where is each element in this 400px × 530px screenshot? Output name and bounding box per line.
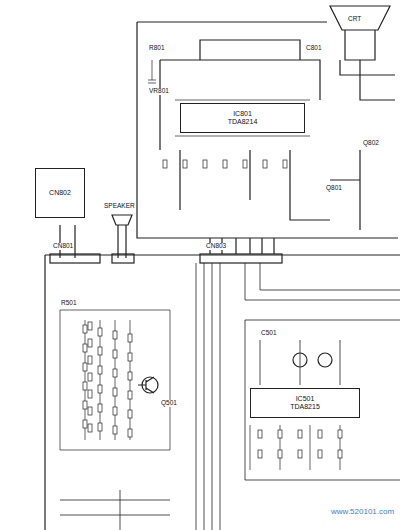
resistor-symbol bbox=[318, 430, 322, 438]
resistor-symbol bbox=[98, 328, 102, 336]
part-label: SPEAKER bbox=[103, 203, 136, 210]
resistor-symbol bbox=[113, 350, 117, 358]
part-label: TDA8214 bbox=[228, 118, 258, 126]
resistor-symbol bbox=[88, 322, 92, 330]
part-label: R801 bbox=[148, 45, 166, 52]
component-marks bbox=[83, 60, 342, 458]
resistor-symbol bbox=[278, 430, 282, 438]
resistor-symbol bbox=[88, 356, 92, 364]
resistor-symbol bbox=[83, 382, 87, 390]
resistor-symbol bbox=[263, 160, 267, 168]
resistor-symbol bbox=[98, 404, 102, 412]
capacitor-symbol bbox=[148, 60, 156, 83]
resistor-symbol bbox=[98, 423, 102, 431]
part-label: IC801 bbox=[233, 110, 252, 118]
part-label: Q802 bbox=[362, 140, 380, 147]
part-label: Q801 bbox=[325, 185, 343, 192]
resistor-symbol bbox=[258, 450, 262, 458]
resistor-symbol bbox=[88, 424, 92, 432]
part-label: VR801 bbox=[148, 88, 170, 95]
ic-chip: IC501TDA8215 bbox=[250, 388, 360, 418]
resistor-symbol bbox=[98, 347, 102, 355]
resistor-symbol bbox=[243, 160, 247, 168]
resistor-symbol bbox=[128, 391, 132, 399]
resistor-symbol bbox=[128, 334, 132, 342]
resistor-symbol bbox=[163, 160, 167, 168]
resistor-symbol bbox=[98, 385, 102, 393]
connector-box: CN802 bbox=[35, 168, 85, 218]
resistor-symbol bbox=[88, 339, 92, 347]
resistor-symbol bbox=[338, 430, 342, 438]
part-label: C801 bbox=[305, 45, 323, 52]
resistor-symbol bbox=[278, 450, 282, 458]
resistor-symbol bbox=[128, 372, 132, 380]
resistor-symbol bbox=[88, 373, 92, 381]
resistor-symbol bbox=[113, 407, 117, 415]
resistor-symbol bbox=[88, 390, 92, 398]
resistor-symbol bbox=[83, 401, 87, 409]
resistor-symbol bbox=[203, 160, 207, 168]
resistor-symbol bbox=[113, 369, 117, 377]
resistor-symbol bbox=[128, 410, 132, 418]
part-label: C501 bbox=[260, 330, 278, 337]
resistor-symbol bbox=[223, 160, 227, 168]
resistor-symbol bbox=[128, 353, 132, 361]
part-label: CRT bbox=[347, 16, 362, 23]
ic-chip: IC801TDA8214 bbox=[180, 103, 305, 133]
watermark: www.520101.com bbox=[330, 508, 395, 516]
part-label: CN801 bbox=[52, 243, 74, 250]
resistor-symbol bbox=[98, 366, 102, 374]
resistor-symbol bbox=[88, 407, 92, 415]
resistor-symbol bbox=[113, 388, 117, 396]
resistor-symbol bbox=[113, 331, 117, 339]
part-label: R501 bbox=[60, 300, 78, 307]
resistor-symbol bbox=[83, 420, 87, 428]
resistor-symbol bbox=[183, 160, 187, 168]
part-label: TDA8215 bbox=[290, 403, 320, 411]
resistor-symbol bbox=[113, 426, 117, 434]
resistor-symbol bbox=[83, 344, 87, 352]
resistor-symbol bbox=[83, 325, 87, 333]
part-label: Q501 bbox=[160, 400, 178, 407]
resistor-symbol bbox=[298, 430, 302, 438]
part-label: CN803 bbox=[205, 243, 227, 250]
part-label: CN802 bbox=[49, 189, 71, 197]
part-label: IC501 bbox=[296, 395, 315, 403]
resistor-symbol bbox=[338, 450, 342, 458]
resistor-symbol bbox=[128, 429, 132, 437]
resistor-symbol bbox=[298, 450, 302, 458]
resistor-symbol bbox=[283, 160, 287, 168]
resistor-symbol bbox=[318, 450, 322, 458]
resistor-symbol bbox=[258, 430, 262, 438]
resistor-symbol bbox=[83, 363, 87, 371]
wires bbox=[45, 6, 400, 530]
